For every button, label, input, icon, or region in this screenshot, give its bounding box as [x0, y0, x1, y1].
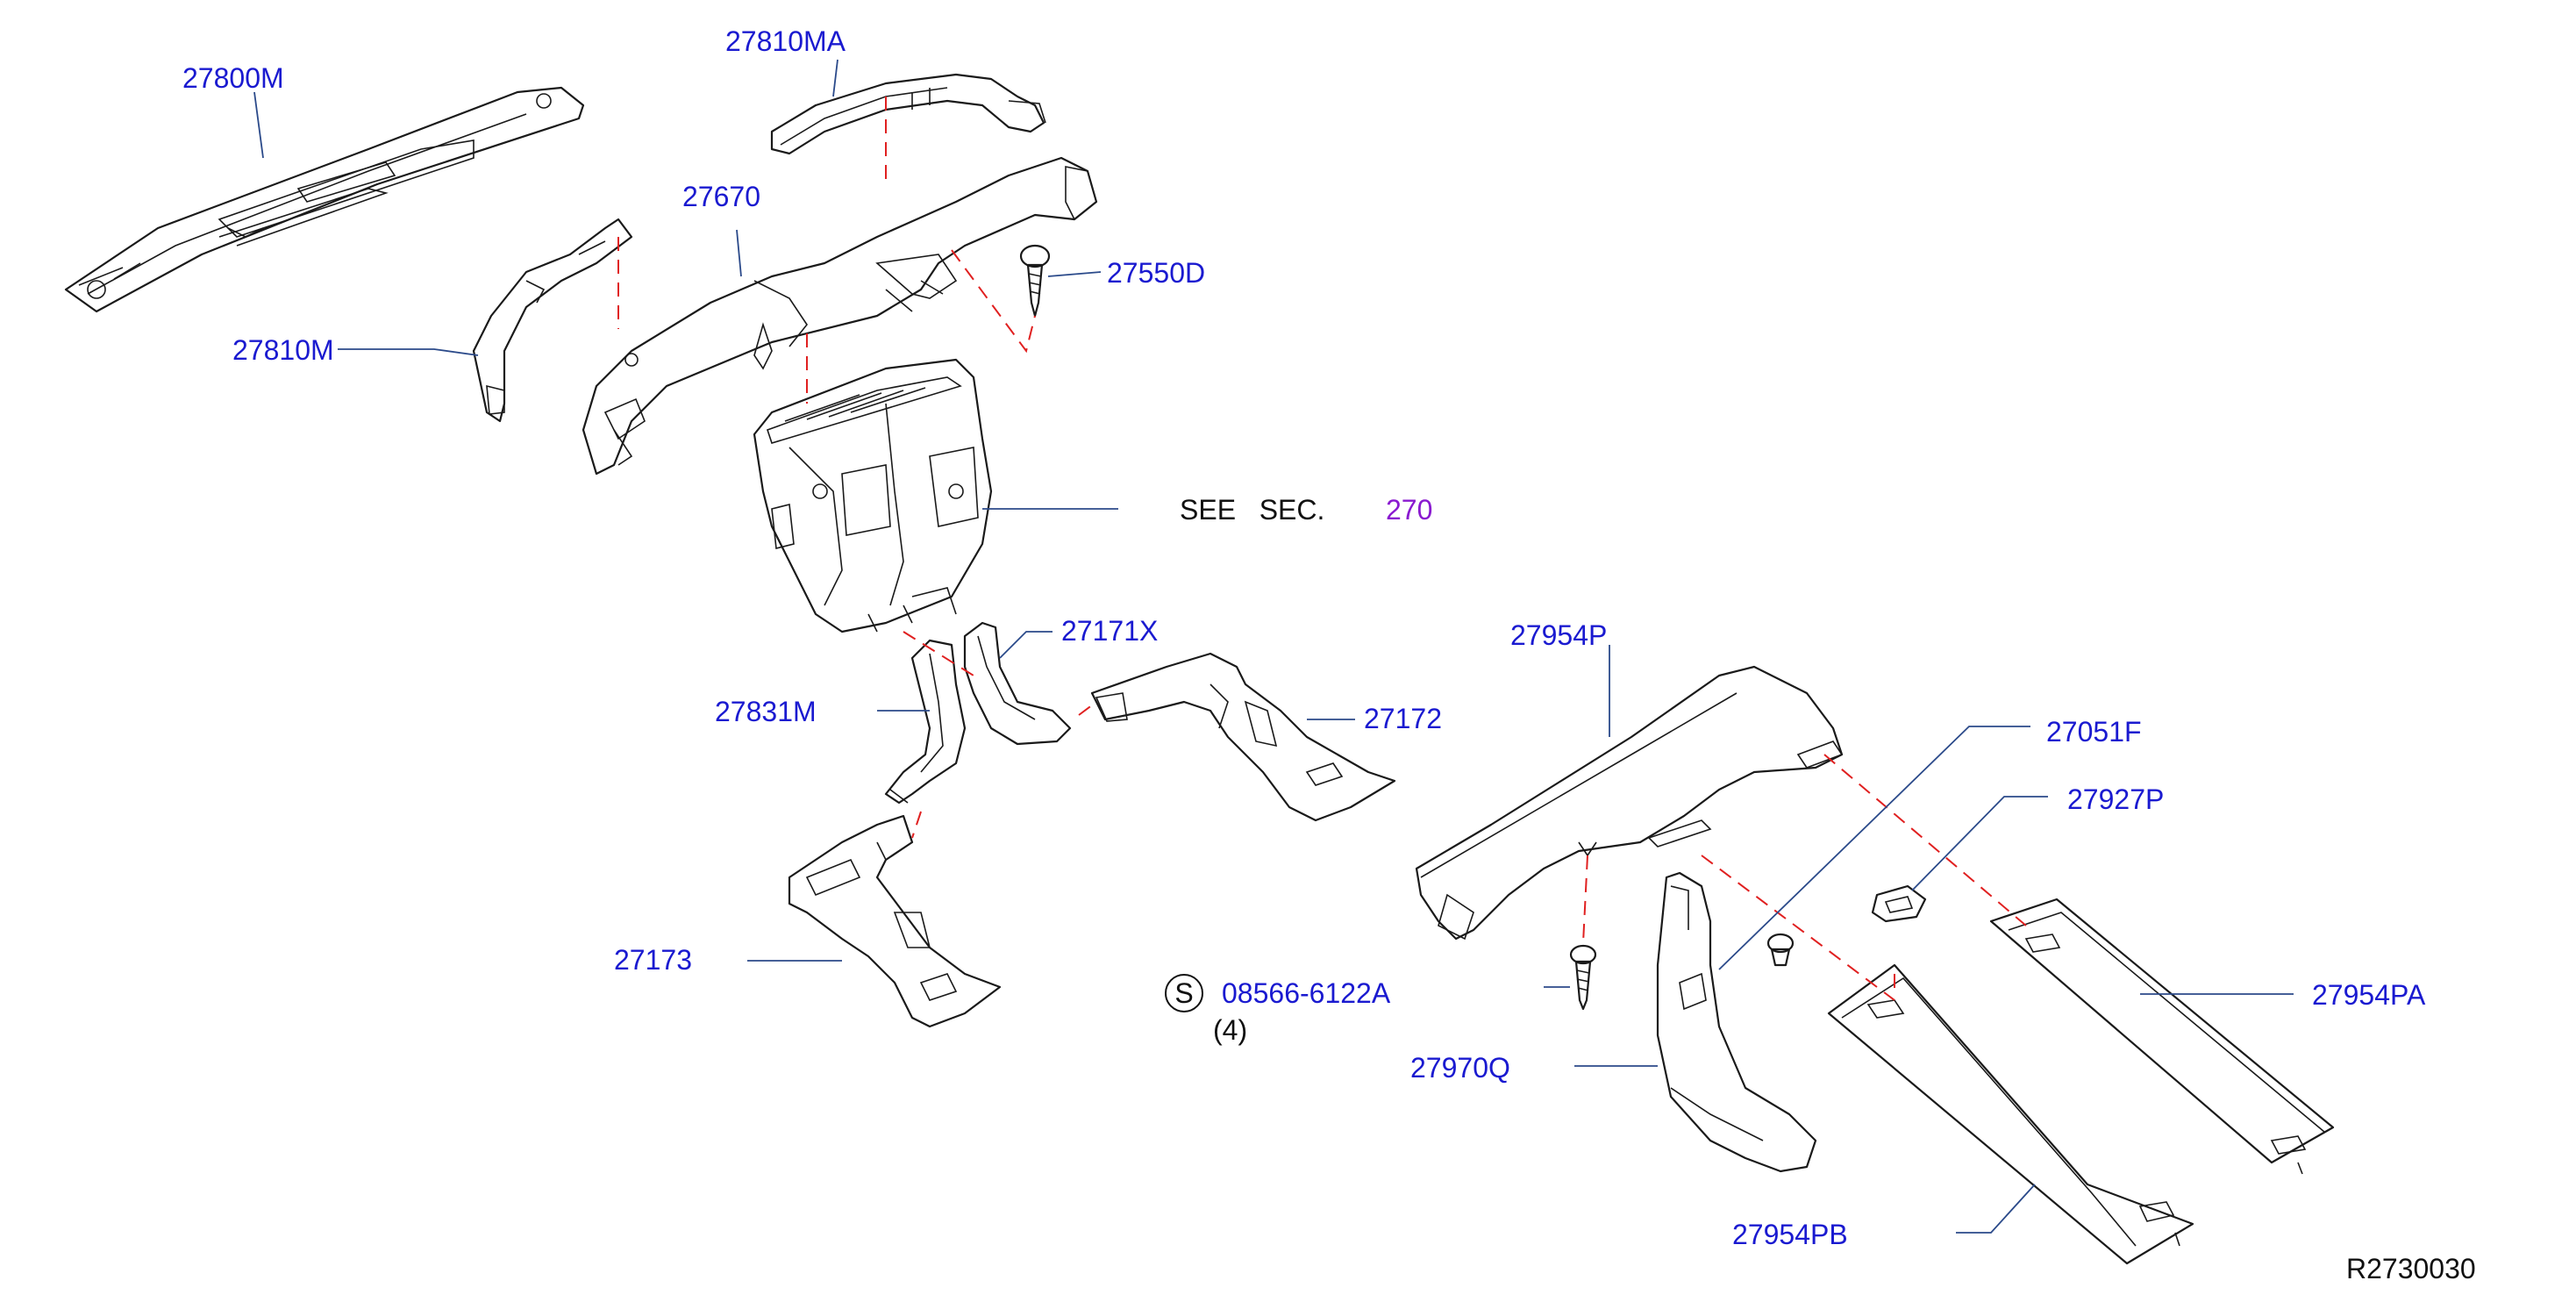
label-27173: 27173	[614, 944, 692, 976]
see-section-ref: SEE SEC. 270	[1180, 494, 1432, 526]
part-27954PA-cover	[1989, 898, 2335, 1175]
see-section-number: 270	[1386, 494, 1432, 526]
label-27954P: 27954P	[1510, 619, 1607, 651]
label-27051F: 27051F	[2046, 716, 2142, 748]
part-27800M-panel	[64, 86, 585, 313]
label-27810MA: 27810MA	[725, 25, 846, 57]
part-27810M-duct	[472, 218, 633, 423]
s-symbol: S	[1165, 974, 1203, 1012]
part-27927P-clip	[1871, 884, 1927, 923]
label-27810M: 27810M	[232, 334, 334, 366]
label-08566-6122A: 08566-6122A	[1222, 977, 1391, 1009]
part-27831M-duct	[884, 639, 967, 805]
dashed-alignment-lines	[617, 97, 2027, 1001]
see-section-prefix: SEE SEC.	[1180, 494, 1324, 526]
part-27173-duct	[788, 814, 1002, 1028]
label-27954PB: 27954PB	[1732, 1219, 1848, 1250]
part-27954P-duct	[1415, 665, 1844, 941]
s-symbol-letter: S	[1174, 977, 1193, 1009]
label-screw-qty: (4)	[1213, 1014, 1247, 1046]
part-27171X-duct	[963, 621, 1072, 746]
label-27550D: 27550D	[1107, 257, 1205, 289]
label-27800M: 27800M	[182, 62, 284, 94]
part-27051F-grommet	[1766, 933, 1795, 967]
part-27670-duct	[582, 156, 1098, 476]
label-27970Q: 27970Q	[1410, 1052, 1510, 1084]
leader-lines	[253, 59, 2294, 1234]
part-screw-08566	[1569, 944, 1597, 1011]
part-27954PB-cover	[1827, 963, 2194, 1265]
label-27670: 27670	[682, 181, 760, 212]
label-27172: 27172	[1364, 703, 1442, 734]
callout-labels: 27800M 27810MA 27670 27550D 27810M 27171…	[182, 25, 2426, 1250]
part-27172-duct	[1090, 652, 1396, 822]
part-27970Q-duct	[1656, 871, 1817, 1173]
part-27810MA-duct	[770, 73, 1046, 155]
label-27831M: 27831M	[715, 696, 817, 727]
part-27550D-screw	[1019, 244, 1051, 318]
label-27954PA: 27954PA	[2312, 979, 2426, 1011]
label-27927P: 27927P	[2067, 783, 2164, 815]
label-27171X: 27171X	[1061, 615, 1158, 647]
diagram-id: R2730030	[2346, 1253, 2476, 1284]
heater-unit	[753, 358, 993, 633]
